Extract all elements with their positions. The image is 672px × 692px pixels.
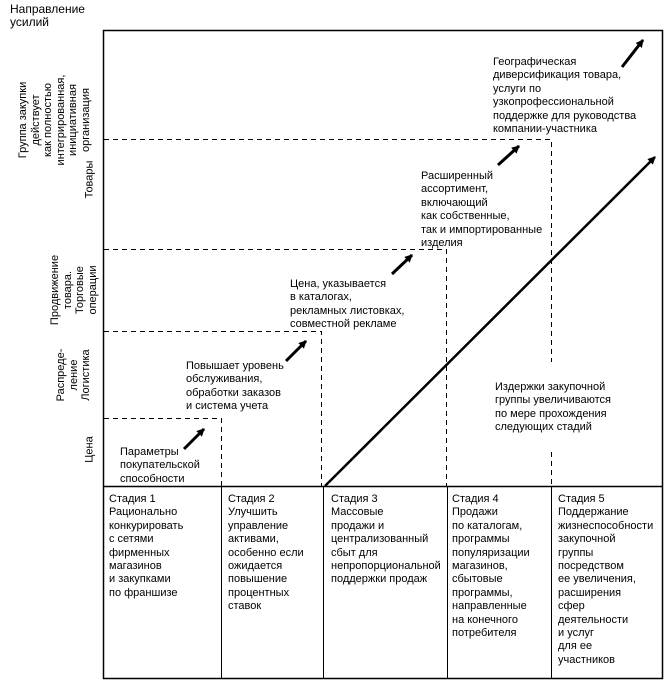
step-text-2: Повышает уровень обслуживания, обработки… <box>186 360 284 413</box>
dashed-steps <box>104 139 552 486</box>
y-level-goods: Товары <box>83 160 96 199</box>
y-level-organization: Группа закупки действует как полностью и… <box>17 74 92 166</box>
arrow-stage-1 <box>182 427 206 451</box>
stage-cell-2: Стадия 2 Улучшить управление активами, о… <box>228 493 304 613</box>
step-arrows <box>182 39 645 451</box>
step-text-4: Расширенный ассортимент, включающий как … <box>421 170 543 250</box>
step-text-3: Цена, указывается в каталогах, рекламных… <box>290 278 405 331</box>
stage-cell-4: Стадия 4 Продажи по каталогам, программы… <box>452 493 530 640</box>
stage-cell-3: Стадия 3 Массовые продажи и централизова… <box>331 493 441 586</box>
stage-cell-5: Стадия 5 Поддержание жизнеспособности за… <box>558 493 654 666</box>
step-text-1: Параметры покупательской способности <box>120 446 200 485</box>
y-level-promotion: Продвижение товара. Торговые операции <box>49 254 99 326</box>
arrow-stage-5 <box>620 39 645 68</box>
arrow-stage-4 <box>496 144 521 167</box>
outer-frame <box>102 29 664 680</box>
arrow-stage-3 <box>390 253 414 276</box>
stage-cell-1: Стадия 1 Рационально конкурировать с сет… <box>109 493 184 599</box>
y-level-price: Цена <box>83 436 96 463</box>
y-level-distribution: Распреде- ление Логистика <box>55 348 93 402</box>
cost-note: Издержки закупочной группы увеличиваются… <box>495 381 612 434</box>
arrow-stage-2 <box>284 339 308 363</box>
y-axis-title: Направление усилий <box>10 2 85 29</box>
cost-arrow <box>324 156 656 487</box>
step-text-5: Географическая диверсификация товара, ус… <box>493 56 637 136</box>
